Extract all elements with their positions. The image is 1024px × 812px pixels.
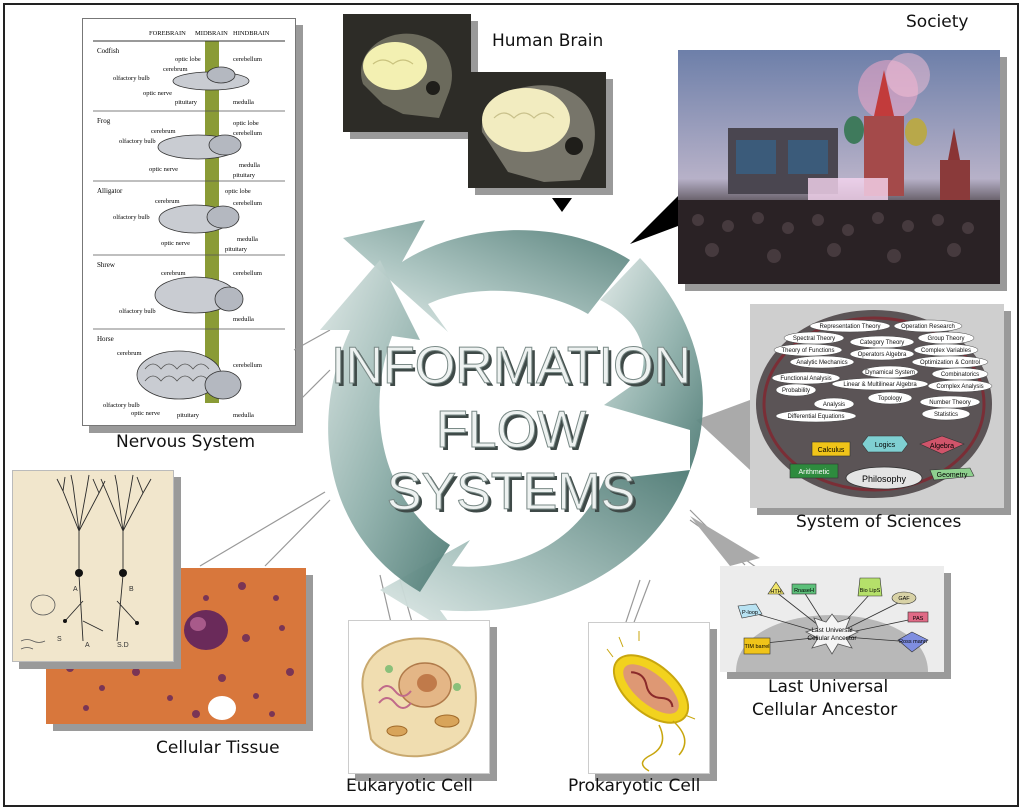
svg-text:Combinatorics: Combinatorics — [941, 372, 979, 378]
svg-text:Arithmetic: Arithmetic — [798, 469, 830, 476]
human-skull-image — [468, 72, 606, 188]
svg-text:Operation Research: Operation Research — [901, 324, 955, 330]
svg-text:Analysis: Analysis — [823, 402, 845, 408]
label-nervous-system: Nervous System — [116, 432, 255, 452]
crowd — [678, 200, 1000, 284]
svg-text:Spectral Theory: Spectral Theory — [793, 336, 835, 342]
svg-text:P-loop: P-loop — [742, 610, 758, 616]
svg-text:PAS: PAS — [913, 616, 924, 622]
label-luca-line1: Last Universal — [768, 677, 888, 697]
ape-brain — [363, 42, 427, 90]
svg-text:Number Theory: Number Theory — [929, 400, 971, 406]
svg-text:Cellular Ancestor: Cellular Ancestor — [807, 635, 857, 642]
svg-text:Analytic Mechanics: Analytic Mechanics — [796, 360, 847, 366]
svg-text:Ross mann: Ross mann — [899, 639, 927, 645]
luca-panel: Last Universal Cellular Ancestor HTH Rna… — [720, 566, 944, 672]
svg-text:Geometry: Geometry — [937, 472, 968, 479]
label-luca-line2: Cellular Ancestor — [752, 700, 897, 720]
svg-text:Statistics: Statistics — [934, 412, 958, 418]
label-society: Society — [906, 12, 968, 32]
svg-text:Calculus: Calculus — [818, 447, 845, 454]
svg-text:Complex Variables: Complex Variables — [921, 348, 971, 354]
purkinje-dendrites — [57, 475, 151, 641]
svg-text:Operators Algebra: Operators Algebra — [858, 352, 907, 358]
brain-callout-wedge — [552, 198, 572, 212]
svg-text:Last Universal: Last Universal — [811, 627, 853, 634]
svg-text:TIM barrel: TIM barrel — [744, 644, 769, 650]
svg-text:Representation Theory: Representation Theory — [820, 324, 881, 330]
human-brain — [482, 88, 570, 152]
flagellum — [642, 725, 662, 771]
svg-text:Theory of Functions: Theory of Functions — [781, 348, 834, 354]
svg-text:Dynamical System: Dynamical System — [865, 370, 915, 376]
archive-stamp — [31, 595, 55, 615]
svg-text:Topology: Topology — [878, 396, 902, 402]
svg-text:GAF: GAF — [898, 596, 910, 602]
svg-text:Algebra: Algebra — [930, 443, 954, 450]
luca-callout-wedge — [690, 516, 760, 566]
svg-text:Functional Analysis: Functional Analysis — [780, 376, 831, 382]
vacuole — [208, 696, 236, 720]
large-cell — [184, 610, 228, 650]
neuron-drawing-image: A B S A S.D — [12, 470, 174, 662]
svg-text:S.D: S.D — [117, 642, 129, 649]
label-eukaryotic-cell: Eukaryotic Cell — [346, 776, 473, 796]
svg-text:Category Theory: Category Theory — [860, 340, 905, 346]
title-line-systems: SYSTEMS — [387, 463, 636, 521]
title-line-flow: FLOW — [436, 401, 586, 459]
svg-text:B: B — [129, 586, 134, 593]
svg-text:Philosophy: Philosophy — [862, 474, 907, 484]
svg-text:Probability: Probability — [782, 388, 810, 394]
svg-text:Group Theory: Group Theory — [928, 336, 965, 342]
ape-skull-image — [343, 14, 471, 132]
society-callout-wedge — [630, 196, 678, 244]
svg-text:Differential Equations: Differential Equations — [788, 414, 845, 420]
svg-text:Logics: Logics — [875, 442, 896, 449]
svg-text:Linear & Multilinear Algebra: Linear & Multilinear Algebra — [843, 382, 917, 388]
svg-text:A: A — [73, 586, 78, 593]
prokaryotic-image — [588, 622, 710, 774]
svg-text:S: S — [57, 636, 62, 643]
label-human-brain: Human Brain — [492, 31, 603, 51]
svg-text:RnaseH: RnaseH — [794, 588, 814, 594]
sciences-callout-wedge — [696, 400, 750, 470]
svg-text:Bio LipS: Bio LipS — [860, 588, 881, 594]
label-prokaryotic-cell: Prokaryotic Cell — [568, 776, 700, 796]
label-cellular-tissue: Cellular Tissue — [156, 738, 280, 758]
svg-text:Optimization & Control: Optimization & Control — [920, 360, 980, 366]
label-system-of-sciences: System of Sciences — [796, 512, 961, 532]
svg-text:Complex Analysis: Complex Analysis — [936, 384, 983, 390]
title-line-information: INFORMATION — [331, 337, 691, 395]
eukaryotic-image — [348, 620, 490, 774]
svg-text:A: A — [85, 642, 90, 649]
sciences-panel: Representation Theory Operation Research… — [750, 304, 1004, 508]
society-image — [678, 50, 1000, 284]
svg-text:HTH: HTH — [770, 589, 781, 595]
